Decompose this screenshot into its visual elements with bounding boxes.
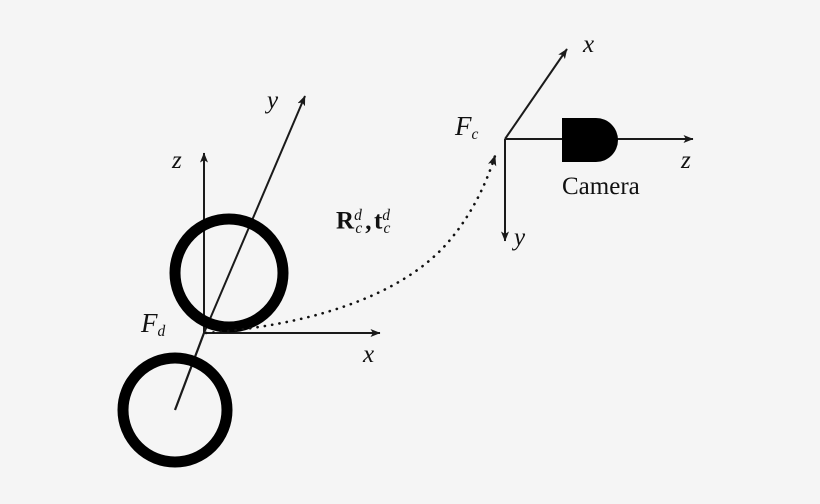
frame-c-symbol: F (455, 111, 472, 141)
translation-superscript: d (382, 207, 391, 224)
translation-subscript: c (383, 220, 391, 238)
frame-d-z-label: z (172, 147, 182, 174)
frame-d-subscript: d (157, 322, 166, 340)
camera-icon (562, 118, 618, 162)
camera-caption: Camera (562, 173, 640, 200)
frame-c-subscript: c (471, 125, 479, 143)
translation-symbol: t (373, 207, 383, 235)
frame-d-x-label: x (363, 341, 375, 368)
frame-c-x-axis (504, 48, 568, 140)
camera-frame-group (501, 48, 694, 242)
desired-frame-group (117, 95, 381, 468)
frame-d-y-label: y (267, 87, 279, 114)
rotation-superscript: d (354, 207, 362, 224)
lower-wheel (117, 352, 233, 468)
frame-c-x-label: x (583, 31, 595, 58)
transform-curve (204, 154, 497, 335)
frame-d-label: Fd (141, 308, 166, 340)
frame-d-symbol: F (141, 308, 158, 338)
transform-separator: , (365, 207, 372, 235)
frame-d-y-axis (203, 95, 306, 334)
frame-c-y-label: y (514, 224, 526, 251)
frame-d-y-axis-spoke (173, 332, 206, 411)
rotation-symbol: R (336, 207, 355, 235)
frame-c-label: Fc (455, 111, 479, 143)
frame-c-z-label: z (681, 147, 691, 174)
transform-label: Rdc,tdc (336, 208, 390, 237)
rotation-subscript: c (355, 220, 363, 238)
upper-wheel (169, 213, 289, 333)
